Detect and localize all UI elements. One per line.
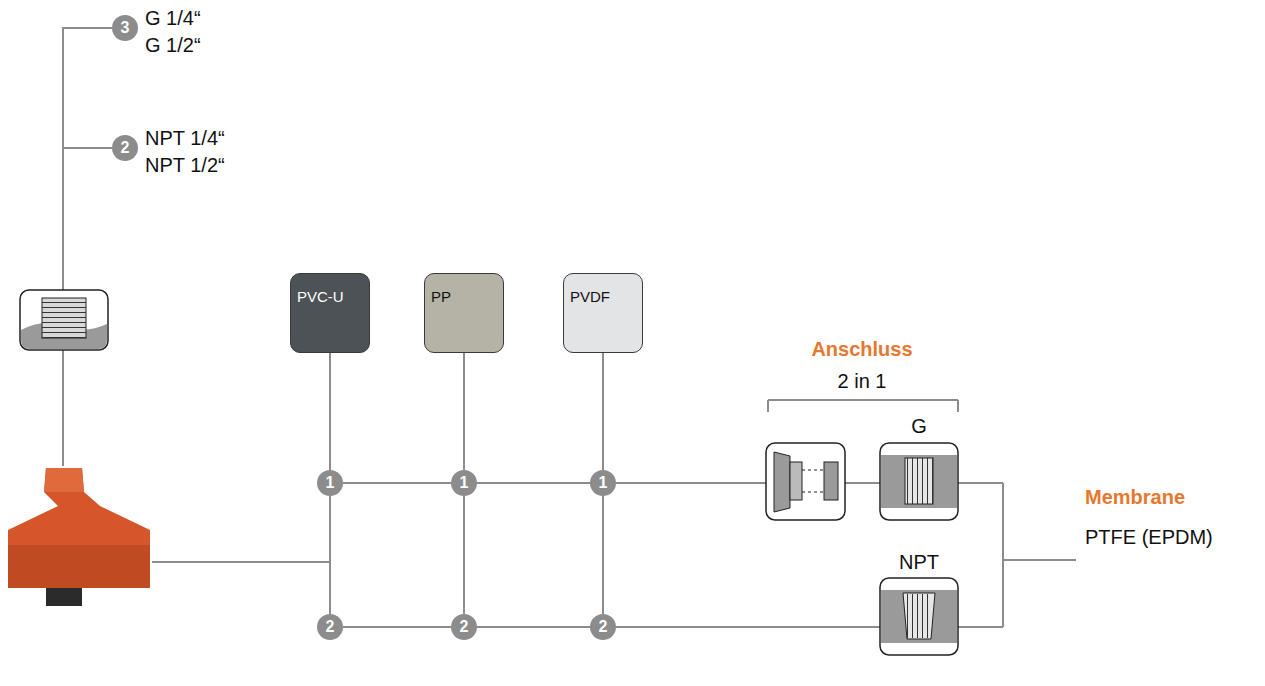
spec-label: G xyxy=(911,414,927,438)
connector-line xyxy=(602,496,604,614)
callout-number: 1 xyxy=(326,474,335,492)
callout-number: 2 xyxy=(326,618,335,636)
callout-circle: 1 xyxy=(317,470,343,496)
connector-line xyxy=(343,626,451,628)
spec-label: PTFE (EPDM) xyxy=(1085,525,1213,549)
spec-label: NPT 1/2“ xyxy=(145,153,225,177)
callout-number: 2 xyxy=(599,618,608,636)
callout-circle: 3 xyxy=(112,15,138,41)
callout-number: 1 xyxy=(460,474,469,492)
product-image xyxy=(8,468,150,606)
material-name: PVC-U xyxy=(297,288,344,305)
connector-line xyxy=(329,353,331,470)
layout-lines xyxy=(63,148,1076,627)
material-name: PP xyxy=(431,288,451,305)
connector-line xyxy=(63,28,112,148)
connector-line xyxy=(343,482,451,484)
adapter-icon xyxy=(766,443,845,520)
thread-icon xyxy=(20,290,108,350)
callout-number: 1 xyxy=(599,474,608,492)
connector-line xyxy=(602,353,604,470)
callout-circle: 2 xyxy=(451,614,477,640)
callout-circle: 2 xyxy=(317,614,343,640)
spec-label: 2 in 1 xyxy=(838,369,887,393)
connector-line xyxy=(463,353,465,470)
section-heading: Membrane xyxy=(1085,485,1185,509)
material-box: PP xyxy=(424,273,504,353)
callout-circle: 2 xyxy=(590,614,616,640)
spec-label: NPT 1/4“ xyxy=(145,126,225,150)
g-thread-icon xyxy=(880,443,958,520)
section-heading: Anschluss xyxy=(811,337,912,361)
connector-line xyxy=(463,496,465,614)
spec-label: G 1/2“ xyxy=(145,33,201,57)
callout-circle: 1 xyxy=(451,470,477,496)
callout-circle: 1 xyxy=(590,470,616,496)
bracket xyxy=(768,400,958,412)
connector-line xyxy=(477,482,590,484)
material-box: PVC-U xyxy=(290,273,370,353)
spec-label: NPT xyxy=(899,550,939,574)
callout-circle: 2 xyxy=(112,135,138,161)
npt-thread-icon xyxy=(880,578,958,655)
material-box: PVDF xyxy=(563,273,643,353)
material-name: PVDF xyxy=(570,288,610,305)
connector-line xyxy=(329,496,331,614)
spec-label: G 1/4“ xyxy=(145,6,201,30)
callout-number: 2 xyxy=(460,618,469,636)
callout-number: 2 xyxy=(121,139,130,157)
connector-line xyxy=(477,626,590,628)
callout-number: 3 xyxy=(121,19,130,37)
